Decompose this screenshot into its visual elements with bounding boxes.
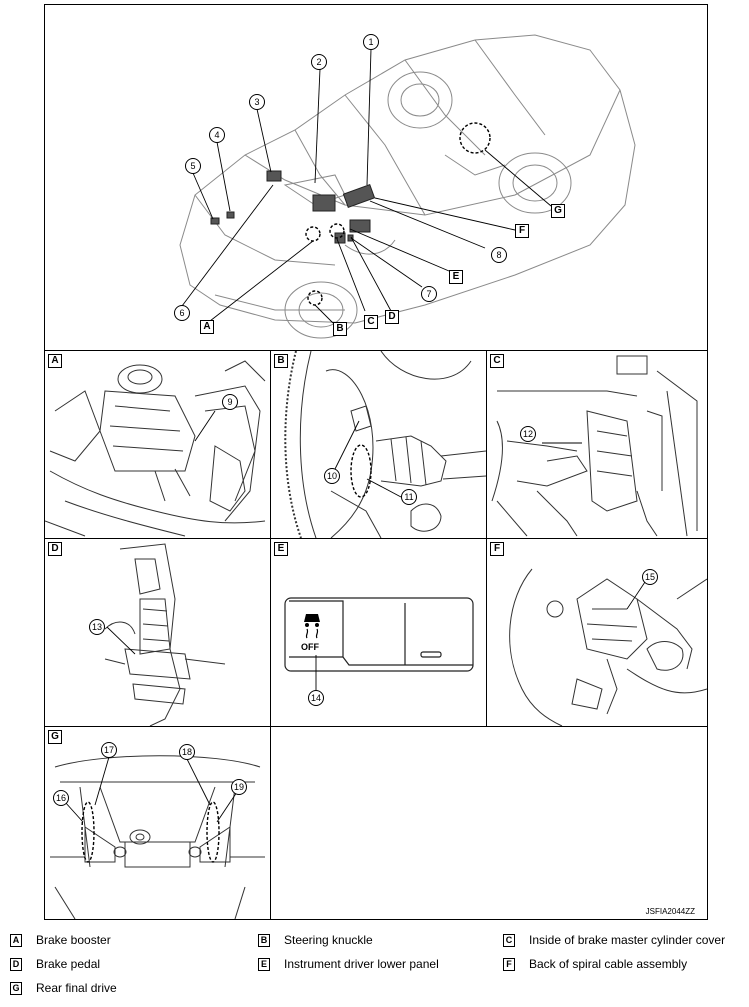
callout-15: 15 [642,569,658,585]
legend-text: Brake booster [36,933,111,947]
divider [45,726,707,727]
legend-text: Steering knuckle [284,933,373,947]
callout-4: 4 [209,127,225,143]
legend-letter: A [10,934,22,948]
callout-6: 6 [174,305,190,321]
legend-item: D Brake pedal [10,956,100,972]
callout-10: 10 [324,468,340,484]
rear-final-drive-illustration [50,755,265,919]
divider [45,350,707,351]
vehicle-overview-panel: 1 2 3 4 5 6 7 8 A B C D E F G [45,5,707,348]
instrument-lower-panel-illustration [284,597,474,690]
callout-5: 5 [185,158,201,174]
brake-pedal-illustration [104,543,226,726]
legend-item: B Steering knuckle [258,932,373,948]
detail-panel-e: E OFF 14 [271,539,486,726]
callout-2: 2 [311,54,327,70]
legend-letter: D [10,958,22,972]
legend: A Brake booster B Steering knuckle C Inside… [0,926,749,1007]
legend-item: G Rear final drive [10,980,117,996]
panel-label-d: D [48,542,62,556]
divider [486,350,487,727]
vehicle-outline-illustration [179,34,636,339]
detail-panel-b: B 10 11 [271,351,486,538]
legend-letter: G [10,982,22,996]
master-cylinder-cover-illustration [491,355,698,537]
brake-booster-illustration [45,360,266,537]
callout-16: 16 [53,790,69,806]
panel-label-e: E [274,542,288,556]
location-label-f: F [515,224,529,238]
location-label-a: A [200,320,214,334]
legend-text: Instrument driver lower panel [284,957,439,971]
callout-8: 8 [491,247,507,263]
callout-7: 7 [421,286,437,302]
detail-panel-c: C 12 [487,351,707,538]
detail-panel-g: G 16 17 18 19 [45,727,270,919]
steering-knuckle-illustration [284,351,486,538]
panel-label-b: B [274,354,288,368]
location-label-d: D [385,310,399,324]
detail-panel-a: A 9 [45,351,270,538]
panel-label-a: A [48,354,62,368]
detail-panel-f: F 15 [487,539,707,726]
callout-13: 13 [89,619,105,635]
legend-item: F Back of spiral cable assembly [503,956,687,972]
legend-item: E Instrument driver lower panel [258,956,439,972]
legend-letter: C [503,934,515,948]
callout-1: 1 [363,34,379,50]
legend-text: Rear final drive [36,981,117,995]
image-code: JSFIA2044ZZ [645,907,695,916]
callout-11: 11 [401,489,417,505]
panel-label-f: F [490,542,504,556]
detail-panel-d: D 13 [45,539,270,726]
legend-letter: E [258,958,270,972]
legend-item: A Brake booster [10,932,111,948]
divider [270,350,271,919]
callout-19: 19 [231,779,247,795]
callout-12: 12 [520,426,536,442]
spiral-cable-illustration [509,568,707,726]
legend-item: C Inside of brake master cylinder cover [503,932,725,948]
diagram-frame: 1 2 3 4 5 6 7 8 A B C D E F G [44,4,708,920]
location-label-e: E [449,270,463,284]
legend-text: Brake pedal [36,957,101,971]
location-label-b: B [333,322,347,336]
legend-letter: B [258,934,270,948]
location-label-g: G [551,204,565,218]
panel-label-g: G [48,730,62,744]
legend-text: Inside of brake master cylinder cover [529,933,726,947]
callout-14: 14 [308,690,324,706]
callout-9: 9 [222,394,238,410]
divider [45,538,707,539]
legend-text: Back of spiral cable assembly [529,957,688,971]
panel-label-c: C [490,354,504,368]
vdc-off-switch-label: OFF [301,642,319,652]
callout-18: 18 [179,744,195,760]
location-label-c: C [364,315,378,329]
legend-letter: F [503,958,515,972]
callout-3: 3 [249,94,265,110]
callout-17: 17 [101,742,117,758]
